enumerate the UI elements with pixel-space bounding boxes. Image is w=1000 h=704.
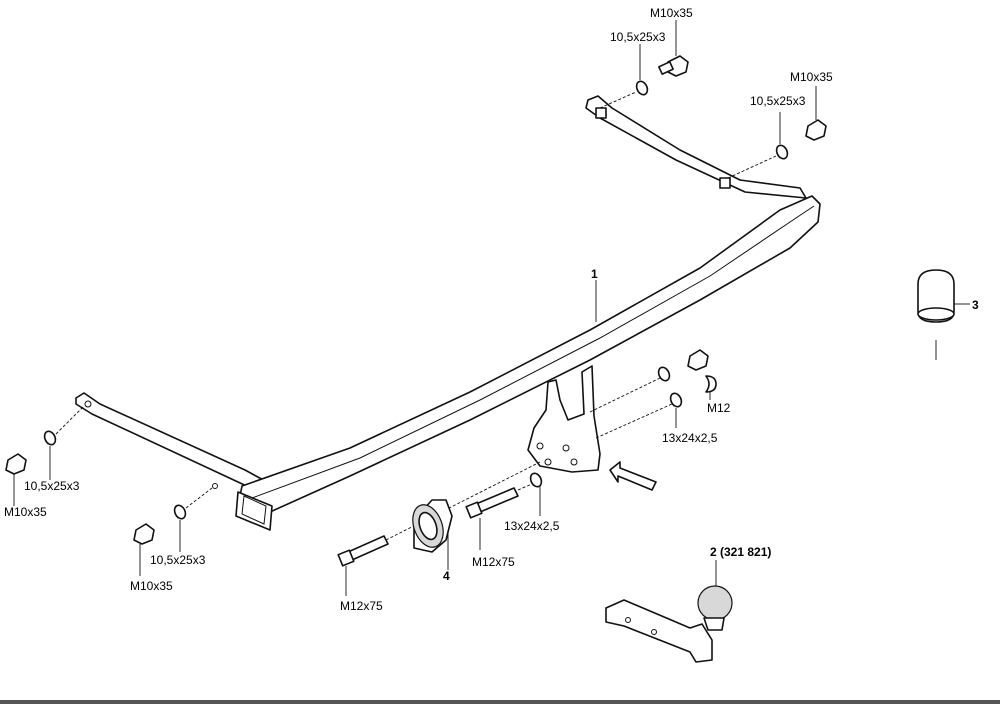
label-washer-13-right: 13x24x2,5: [662, 431, 718, 445]
label-m10x35-top-1: M10x35: [650, 6, 693, 20]
label-m12x75-left: M12x75: [340, 599, 383, 613]
fastener-set-left-upper: [5, 405, 85, 506]
callout-part-4: 4: [443, 569, 450, 583]
label-m12-nut: M12: [707, 401, 731, 415]
fastener-set-top-right: [727, 86, 827, 179]
tow-ball-neck: [605, 560, 733, 663]
fastener-set-center: [337, 349, 717, 596]
label-m10x35-left-2: M10x35: [130, 579, 173, 593]
label-washer-top-1: 10,5x25x3: [610, 30, 666, 44]
callout-part-1: 1: [591, 267, 598, 281]
crossbeam: [75, 95, 821, 531]
label-m10x35-left-1: M10x35: [4, 505, 47, 519]
callout-part-2: 2 (321 821): [710, 545, 771, 559]
label-washer-left-2: 10,5x25x3: [150, 553, 206, 567]
direction-arrow: [609, 461, 657, 491]
socket-plate: [412, 499, 453, 570]
label-m12x75-right: M12x75: [472, 555, 515, 569]
fastener-set-left-lower: [133, 487, 213, 576]
ball-cap: [917, 269, 970, 360]
label-washer-top-2: 10,5x25x3: [750, 94, 806, 108]
bottom-border: [0, 700, 1000, 704]
label-m10x35-top-2: M10x35: [790, 70, 833, 84]
label-washer-left-1: 10,5x25x3: [24, 479, 80, 493]
fastener-set-top-left: [599, 20, 689, 109]
label-washer-13-center: 13x24x2,5: [504, 519, 560, 533]
callout-part-3: 3: [972, 298, 979, 312]
